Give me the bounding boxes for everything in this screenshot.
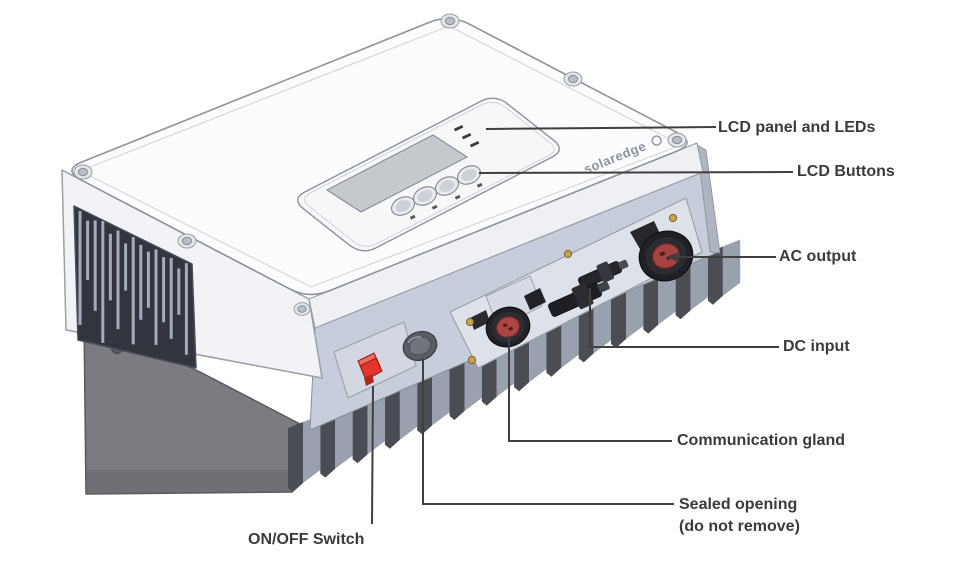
lcd-buttons	[390, 165, 483, 220]
leader-on-off-switch	[371, 385, 374, 525]
callout-label-lcd-buttons: LCD Buttons	[797, 163, 895, 180]
callout-label-communication-gland: Communication gland	[677, 432, 845, 449]
vent-grille-slits	[78, 210, 188, 355]
callout-label-ac-output: AC output	[779, 248, 857, 265]
led-indicators	[453, 124, 480, 148]
leader-communication-gland	[508, 336, 672, 442]
lcd-screen	[326, 134, 468, 213]
sealed-opening-plug	[402, 330, 438, 362]
brass-screws	[465, 213, 678, 365]
leader-sealed-opening	[422, 358, 674, 505]
callout-label-dc-input: DC input	[783, 338, 850, 355]
ac-output-gland	[630, 221, 694, 282]
callout-label-on-off-switch: ON/OFF Switch	[248, 531, 365, 548]
leader-dc-input	[589, 288, 779, 348]
callout-label-lcd-panel: LCD panel and LEDs	[718, 119, 876, 136]
on-off-switch	[333, 321, 417, 399]
lcd-button-down	[434, 176, 460, 196]
cover-screws	[73, 13, 687, 316]
cover-left-face	[61, 169, 323, 379]
lcd-button-enter	[456, 165, 482, 185]
vent-grille	[73, 205, 197, 369]
leader-lcd-buttons	[478, 171, 794, 174]
callout-label-sealed-opening: Sealed opening (do not remove)	[679, 494, 800, 538]
communication-gland	[470, 275, 543, 348]
callout-label-sealed-opening-line2: (do not remove)	[679, 518, 800, 535]
heatsink-fins	[288, 239, 741, 492]
top-cover: solaredge	[71, 13, 688, 316]
mounting-base-plate	[83, 317, 301, 495]
leader-ac-arrowhead	[666, 252, 679, 262]
callout-label-sealed-opening-line1: Sealed opening	[679, 496, 798, 513]
leader-lcd-panel	[485, 126, 717, 130]
dc-input-connectors	[524, 259, 629, 317]
